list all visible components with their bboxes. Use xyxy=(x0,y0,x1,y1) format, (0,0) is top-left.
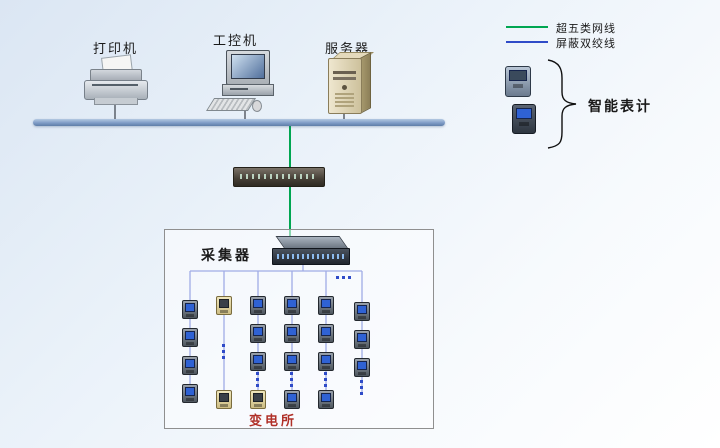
printer-body xyxy=(84,80,148,100)
more-meters-ellipsis xyxy=(360,380,363,383)
monitor-screen xyxy=(231,54,265,79)
collector-front xyxy=(272,248,350,265)
power-meter-icon xyxy=(284,390,300,409)
network-bus-line xyxy=(33,119,445,126)
meter-screen xyxy=(185,387,195,396)
power-meter-icon xyxy=(354,302,370,321)
meter-screen xyxy=(185,303,195,312)
energy-meter-icon xyxy=(216,390,232,409)
cat5e-legend-label: 超五类网线 xyxy=(556,23,616,35)
twisted-pair-legend-label: 屏蔽双绞线 xyxy=(556,38,616,50)
more-columns-ellipsis xyxy=(336,276,339,279)
meter-screen xyxy=(287,393,297,402)
computer-icon xyxy=(204,50,280,112)
server-vent xyxy=(335,93,354,107)
energy-meter-icon xyxy=(250,390,266,409)
industrial-pc-label: 工控机 xyxy=(213,33,259,48)
power-meter-icon xyxy=(250,296,266,315)
power-meter-icon xyxy=(284,352,300,371)
twisted-pair-legend-line xyxy=(506,41,548,43)
computer-case-slot xyxy=(230,88,248,90)
meter-screen xyxy=(185,331,195,340)
meter-screen xyxy=(253,299,263,308)
meter-screen xyxy=(185,359,195,368)
server-front xyxy=(328,58,362,114)
meter-screen xyxy=(253,327,263,336)
server-power-button xyxy=(342,85,347,90)
computer-case xyxy=(222,84,274,96)
power-meter-icon xyxy=(182,300,198,319)
meter-screen xyxy=(287,299,297,308)
smart-meter-screen xyxy=(516,108,532,119)
smart-meter-icon xyxy=(512,104,536,134)
printer-output-tray xyxy=(94,98,138,105)
printer-icon xyxy=(84,54,148,106)
meter-screen xyxy=(253,393,263,402)
meter-screen xyxy=(287,355,297,364)
meter-screen xyxy=(321,355,331,364)
power-meter-icon xyxy=(182,356,198,375)
network-switch-icon xyxy=(233,167,325,187)
curly-brace-icon xyxy=(547,59,577,149)
collector-ports xyxy=(277,254,345,259)
power-meter-icon xyxy=(318,352,334,371)
power-meter-icon xyxy=(182,328,198,347)
cat5e-legend-line xyxy=(506,26,548,28)
meter-screen xyxy=(357,305,367,314)
power-meter-icon xyxy=(354,358,370,377)
meter-screen xyxy=(321,327,331,336)
smart-meter-icon xyxy=(505,66,531,97)
monitor xyxy=(226,50,270,85)
collector-device-icon xyxy=(272,236,352,265)
meter-screen xyxy=(287,327,297,336)
power-meter-icon xyxy=(318,296,334,315)
power-meter-icon xyxy=(250,324,266,343)
printer-slot xyxy=(92,84,138,86)
meter-screen xyxy=(253,355,263,364)
meter-screen xyxy=(219,393,229,402)
more-meters-ellipsis xyxy=(290,372,293,375)
meter-screen xyxy=(357,361,367,370)
smart-meter-label: 智能表计 xyxy=(588,98,652,114)
server-drive-slot xyxy=(333,77,356,80)
keyboard xyxy=(206,98,257,111)
meter-screen xyxy=(357,333,367,342)
server-tower-icon xyxy=(328,52,374,114)
switch-ports xyxy=(240,174,318,179)
collector-label: 采集器 xyxy=(201,247,252,263)
energy-meter-icon xyxy=(216,296,232,315)
power-meter-icon xyxy=(182,384,198,403)
substation-label: 变电所 xyxy=(249,413,298,428)
power-meter-icon xyxy=(250,352,266,371)
power-meter-icon xyxy=(284,324,300,343)
power-meter-icon xyxy=(354,330,370,349)
more-meters-ellipsis xyxy=(256,372,259,375)
server-drive-slot xyxy=(333,71,356,74)
meter-screen xyxy=(321,299,331,308)
power-meter-icon xyxy=(318,324,334,343)
mouse xyxy=(252,100,262,112)
meter-screen xyxy=(321,393,331,402)
power-meter-icon xyxy=(318,390,334,409)
smart-meter-screen xyxy=(509,70,527,81)
meter-screen xyxy=(219,299,229,308)
printer-label: 打印机 xyxy=(93,41,139,56)
more-meters-ellipsis xyxy=(222,344,225,347)
power-meter-icon xyxy=(284,296,300,315)
more-meters-ellipsis xyxy=(324,372,327,375)
